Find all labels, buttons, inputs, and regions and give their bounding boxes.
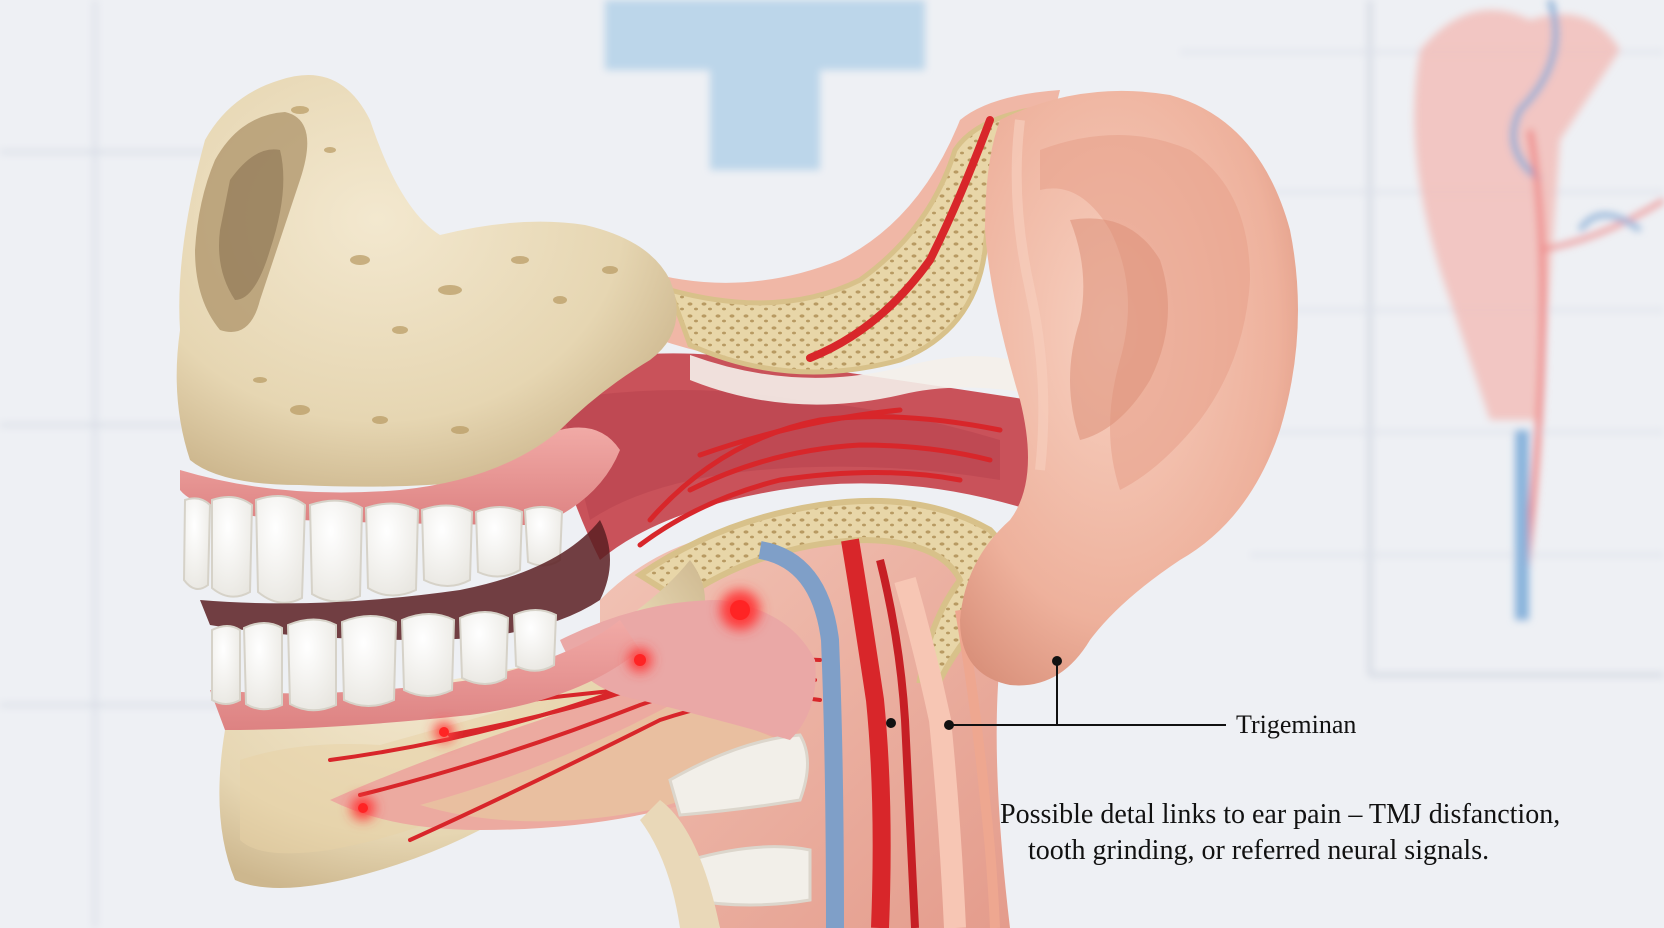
caption-line-2: tooth grinding, or referred neural signa…	[1028, 835, 1490, 866]
caption: Possible detal links to ear pain – TMJ d…	[1000, 797, 1640, 869]
callout-label-trigeminan: Trigeminan	[1236, 710, 1357, 739]
lower-teeth	[211, 609, 558, 712]
nerve-highlight-dot	[351, 590, 760, 820]
oral-cavity	[200, 520, 610, 640]
upper-teeth	[182, 495, 564, 604]
callout-leader-line	[1056, 661, 1226, 726]
neural-branches	[637, 407, 1003, 548]
cartilage-disc	[668, 733, 809, 817]
caption-line-1: Possible detal links to ear pain – TMJ d…	[1000, 799, 1561, 830]
nerve-upper	[806, 116, 994, 362]
skull-maxilla	[176, 75, 677, 487]
carotid-artery	[841, 538, 891, 928]
vein	[758, 541, 844, 928]
